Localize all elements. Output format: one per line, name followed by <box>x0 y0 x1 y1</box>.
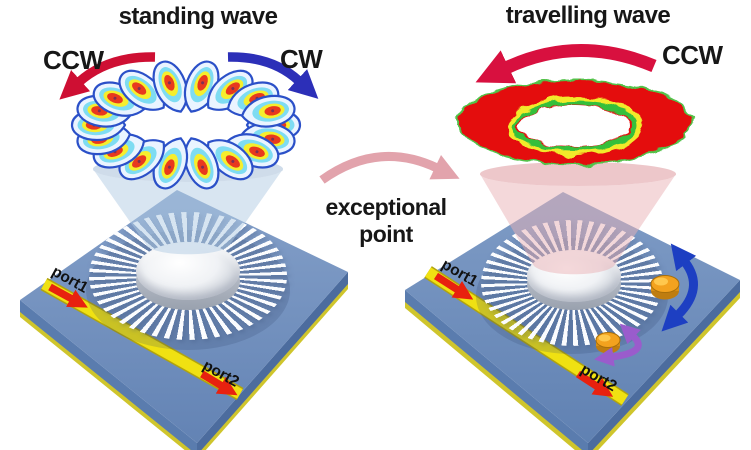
port1-input-arrow-icon <box>48 283 88 308</box>
ccw-label-left: CCW <box>43 45 104 75</box>
port2-output-arrow-icon <box>575 370 614 397</box>
ccw-label-right: CCW <box>662 40 723 70</box>
ccw-arrow-icon <box>475 44 657 84</box>
left-chip-side <box>20 300 197 450</box>
right-panel-title: travelling wave <box>505 2 671 29</box>
tuning-double-arrow-blue-icon <box>661 243 698 332</box>
scatterer-bottom <box>595 332 621 354</box>
left-panel-title: standing wave <box>118 3 278 30</box>
right-light-cone <box>480 162 676 275</box>
left-waveguide <box>40 277 244 401</box>
exceptional-point-label: exceptional point <box>325 194 447 247</box>
ccw-arrow-icon <box>59 52 156 100</box>
cw-label-left: CW <box>280 44 323 74</box>
exceptional-point-arrow-icon <box>319 151 460 184</box>
cw-arrow-icon <box>227 52 319 99</box>
port1-input-arrow-icon <box>433 272 474 300</box>
tuning-double-arrow-purple-icon <box>594 323 642 367</box>
scatterer-right <box>650 275 680 300</box>
travelling-wave-mode-ring <box>457 79 693 165</box>
port2-output-arrow-icon <box>200 370 238 396</box>
right-chip-side <box>405 290 588 450</box>
